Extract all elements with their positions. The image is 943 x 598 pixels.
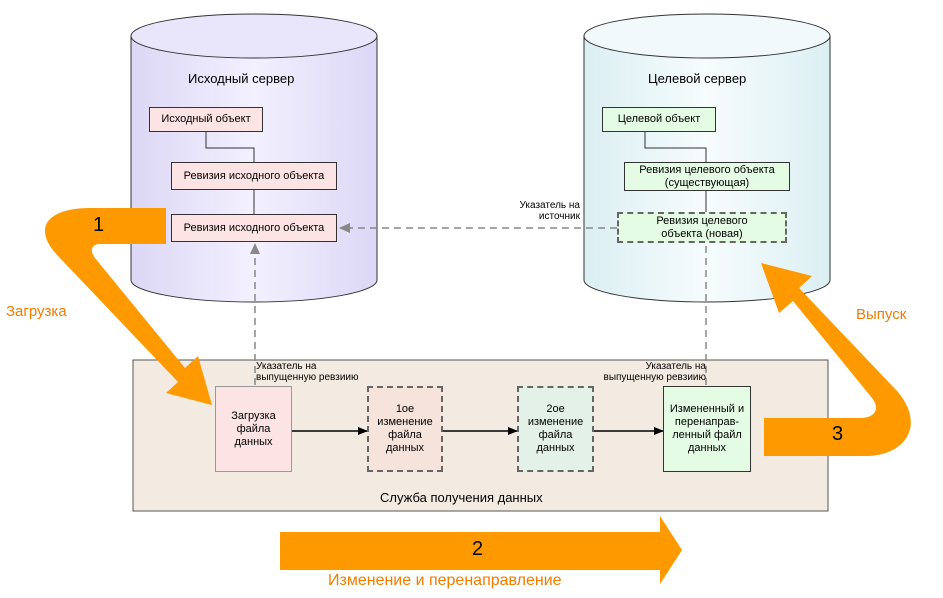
- orange-arrow-1-shape: [44, 208, 213, 405]
- target-object-box: Целевой объект: [602, 107, 716, 132]
- target-server-cylinder: [583, 13, 831, 303]
- step-load-box: Загрузка файла данных: [215, 386, 292, 472]
- source-hierarchy-lines: [205, 131, 255, 214]
- orange-arrow-3: [761, 263, 911, 456]
- pointer-released-right-label: Указатель на выпущенную ревзиию: [603, 361, 707, 383]
- step-result-box: Измененный и перенаправ-ленный файл данн…: [663, 386, 751, 472]
- source-server-title: Исходный сервер: [188, 71, 295, 86]
- step-change2-box: 2ое изменение файла данных: [517, 386, 594, 472]
- source-revision-2-box: Ревизия исходного объекта: [171, 214, 337, 242]
- service-title: Служба получения данных: [380, 490, 543, 505]
- source-revision-1-box: Ревизия исходного объекта: [171, 162, 337, 190]
- target-hierarchy-lines: [644, 131, 707, 212]
- flow-number-3: 3: [832, 423, 844, 445]
- target-revision-new-box: Ревизия целевого объекта (новая): [617, 212, 787, 243]
- orange-arrow-2: [280, 516, 682, 584]
- flow-number-2: 2: [472, 538, 484, 560]
- flow-number-1: 1: [93, 214, 105, 236]
- target-revision-existing-box: Ревизия целевого объекта (существующая): [624, 162, 790, 191]
- flow-label-release: Выпуск: [856, 306, 907, 323]
- pointer-released-left-label: Указатель на выпущенную ревзиию: [256, 361, 359, 383]
- source-object-box: Исходный объект: [149, 107, 263, 132]
- flow-label-change: Изменение и перенаправление: [328, 572, 562, 589]
- step-change1-box: 1ое изменение файла данных: [367, 386, 443, 472]
- target-server-title: Целевой сервер: [648, 71, 747, 86]
- pointer-to-source-label: Указатель на источник: [519, 200, 580, 222]
- flow-label-load: Загрузка: [6, 303, 67, 320]
